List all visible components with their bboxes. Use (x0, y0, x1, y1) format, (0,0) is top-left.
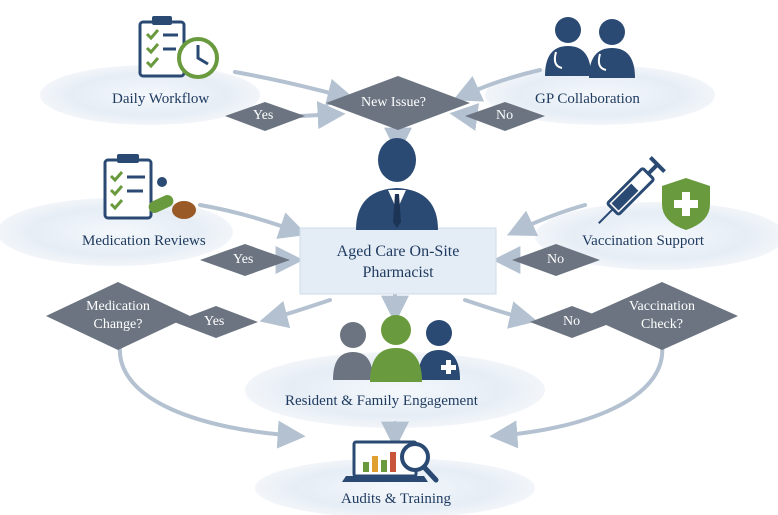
yes-medchange-label: Yes (204, 314, 225, 329)
medication-change-diamond (46, 282, 190, 350)
arrow-workflow-to-newissue (233, 70, 356, 107)
laptop-magnifier-icon (342, 440, 439, 483)
arrow-yes-top-to-newissue (298, 101, 346, 130)
arrow-vacc-to-pharmacist (506, 203, 587, 236)
arrow-gp-to-newissue (452, 68, 542, 102)
no-vaccsupport-diamond (512, 244, 600, 276)
arrow-pharmacist-to-no (463, 298, 538, 329)
resident-family-label: Resident & Family Engagement (285, 393, 478, 409)
daily-workflow-ellipse (40, 65, 260, 125)
arrow-pharmacist-to-yes (259, 298, 332, 329)
gp-collaboration-label: GP Collaboration (535, 91, 640, 107)
yes-medchange-diamond (174, 306, 258, 338)
daily-workflow-label: Daily Workflow (112, 91, 210, 107)
arrow-vacccheck-to-audits (489, 343, 665, 449)
medication-change-label: Medication Change? (86, 299, 150, 332)
pharmacist-person-icon (356, 138, 438, 230)
vaccination-support-ellipse (535, 202, 778, 270)
audits-training-label: Audits & Training (341, 491, 452, 507)
arrow-medchange-to-audits (117, 343, 306, 449)
resident-family-ellipse (245, 352, 545, 428)
yes-medreviews-label: Yes (233, 252, 254, 267)
yes-top-label: Yes (253, 108, 274, 123)
clipboard-pills-icon (103, 154, 196, 220)
new-issue-diamond (326, 76, 470, 130)
doctors-icon (545, 17, 635, 78)
pharmacist-box (299, 227, 497, 295)
no-vacccheck-label: No (563, 314, 581, 329)
no-top-label: No (496, 108, 514, 123)
vaccination-support-label: Vaccination Support (582, 233, 705, 249)
audits-training-ellipse (255, 458, 535, 515)
gp-collaboration-ellipse (485, 65, 715, 125)
checklist-clock-icon (138, 16, 219, 79)
yes-top-diamond (225, 102, 305, 131)
vaccination-check-label: Vaccination Check? (628, 299, 696, 332)
new-issue-label: New Issue? (361, 95, 426, 110)
no-top-diamond (465, 102, 545, 131)
pharmacist-label: Aged Care On-Site Pharmacist (336, 243, 460, 281)
medication-reviews-label: Medication Reviews (82, 233, 206, 249)
yes-medreviews-diamond (200, 244, 290, 276)
arrow-medreviews-to-pharmacist (198, 203, 308, 239)
vaccination-check-diamond (586, 282, 738, 350)
people-group-icon (333, 315, 460, 382)
no-vaccsupport-label: No (547, 252, 565, 267)
syringe-shield-icon (598, 156, 710, 230)
